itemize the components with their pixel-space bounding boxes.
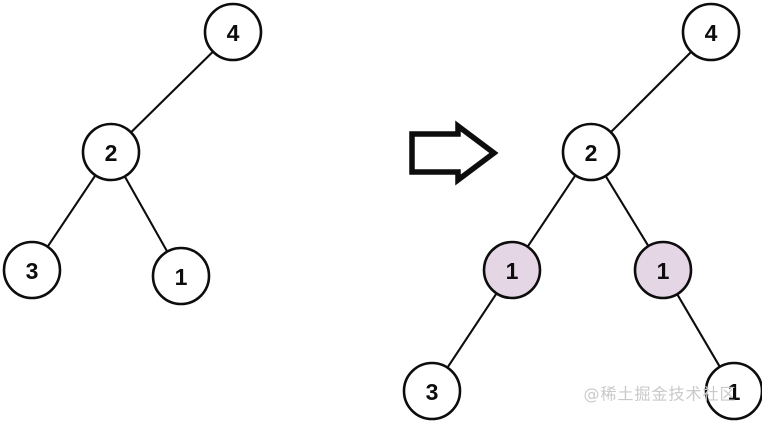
node-circle[interactable] [681, 2, 741, 62]
node-circle-highlighted[interactable] [633, 240, 693, 300]
right-arrow-icon [409, 120, 499, 186]
node-circle[interactable] [402, 361, 462, 421]
transformed-tree-edges [445, 50, 722, 370]
original-tree-nodes: 4 23 1 [2, 2, 263, 306]
node-circle[interactable] [704, 361, 762, 421]
node-circle[interactable] [561, 122, 621, 182]
node-circle[interactable] [203, 2, 263, 62]
node-circle-highlighted[interactable] [482, 240, 542, 300]
tree-node[interactable]: 2 [81, 122, 141, 182]
tree-edge [609, 50, 693, 134]
watermark-label: @稀土掘金技术社区 [583, 385, 736, 404]
tree-edge [45, 173, 98, 249]
tree-edge [604, 174, 650, 248]
tree-node[interactable]: 1 [151, 246, 211, 306]
tree-edge [129, 49, 215, 135]
tree-node[interactable]: 1 [633, 240, 693, 300]
tree-node[interactable]: 1 [482, 240, 542, 300]
original-tree-edges [45, 49, 215, 254]
node-circle[interactable] [81, 122, 141, 182]
tree-node[interactable]: 2 [561, 122, 621, 182]
tree-edge [445, 291, 499, 370]
tree-node[interactable]: 4 [681, 2, 741, 62]
tree-edge [123, 174, 169, 254]
tree-node[interactable]: 3 [2, 240, 62, 300]
tree-node[interactable]: 4 [203, 2, 263, 62]
tree-node[interactable]: 3 [402, 361, 462, 421]
node-circle[interactable] [151, 246, 211, 306]
tree-edge [675, 292, 722, 369]
tree-edge [525, 173, 578, 249]
transformation-arrow [409, 120, 499, 186]
node-circle[interactable] [2, 240, 62, 300]
